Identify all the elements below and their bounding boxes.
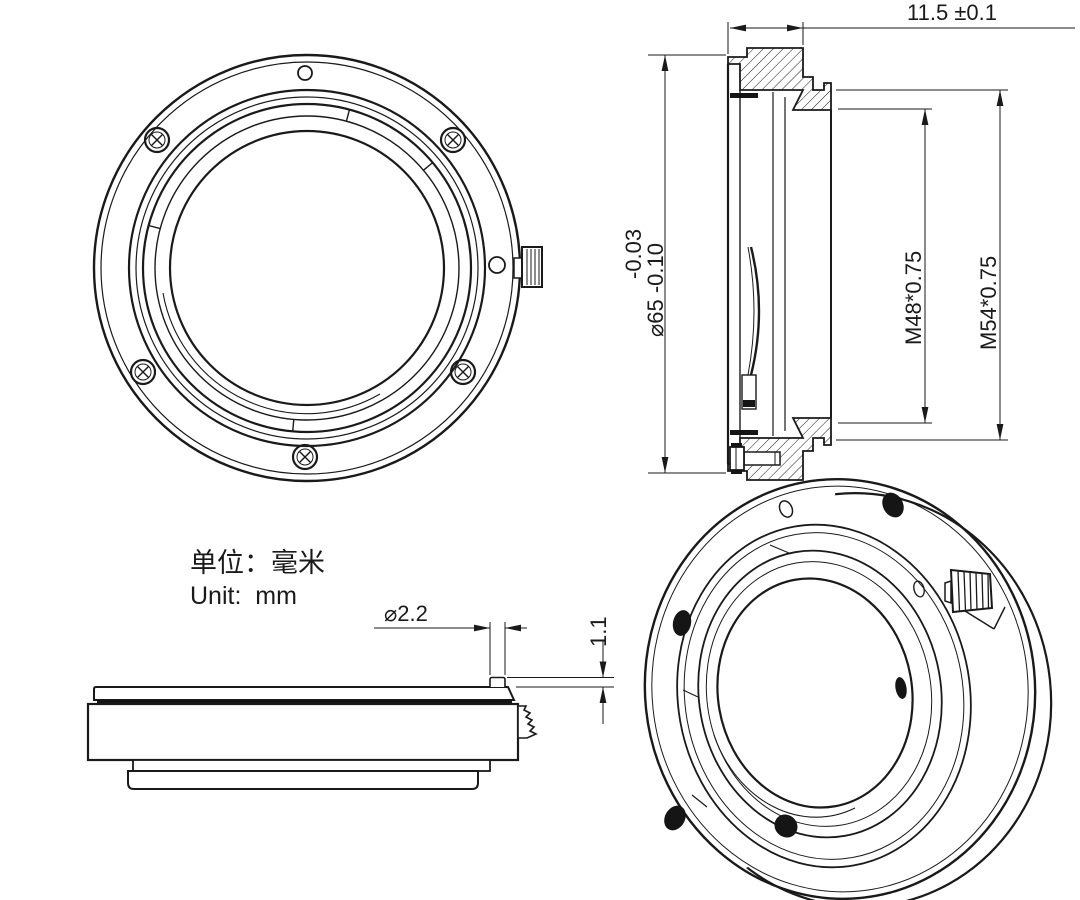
dim-pin-height: 1.1: [507, 616, 614, 724]
section-view: 11.5 ±0.1 ⌀65 -0.10 -0.03 M48*0.75: [621, 0, 1075, 481]
iso-bayonet-ring-2: [705, 561, 933, 827]
iso-rim-chamfer: [651, 485, 1029, 893]
iso-outer-rim: [643, 477, 1037, 900]
latch-notch-dark: [743, 400, 755, 407]
bayonet-jogs: [148, 109, 434, 432]
outer-rim-circle: [92, 53, 522, 483]
iso-index-hole-top: [778, 500, 794, 518]
index-hole-top: [297, 65, 313, 81]
locator-pin: [489, 676, 506, 687]
flange-ring-circle-1: [127, 88, 487, 448]
outer-rim-inner-circle: [100, 61, 514, 475]
iso-view: [643, 477, 1053, 900]
iso-thumbscrew: [944, 568, 1006, 630]
iso-bayonet-jogs: [682, 544, 790, 808]
thumbscrew-side: [513, 246, 543, 288]
bayonet-plate: [127, 770, 479, 790]
iso-face-inner-edge: [676, 523, 972, 869]
iso-index-hole-right: [913, 580, 925, 598]
iso-aperture: [716, 577, 914, 809]
index-hole-right: [488, 256, 506, 274]
side-view: ⌀2.2 1.1: [86, 601, 614, 790]
seam-band: [97, 700, 512, 704]
screw-icon: [129, 358, 157, 386]
flange-ring-circle-3: [141, 102, 473, 434]
front-view: [92, 53, 543, 483]
iso-bayonet-ring: [697, 549, 943, 839]
screw-icon: [291, 443, 319, 471]
leaf-spring-outer: [749, 246, 761, 376]
dim-inner-thread-label: M48*0.75: [901, 251, 926, 345]
hatch-block-top: [727, 47, 832, 111]
dim-pin-diameter-label: ⌀2.2: [384, 601, 428, 626]
thumbscrew-knurl: [517, 705, 538, 739]
screw-icon: [449, 358, 477, 386]
dim-flange-tol-label: -0.03: [621, 229, 646, 279]
section-screw: [729, 443, 781, 474]
aperture-circle: [168, 129, 446, 407]
dim-thickness-label: 11.5 ±0.1: [907, 0, 997, 25]
dim-inner-thread: M48*0.75: [838, 108, 932, 424]
iso-bore-arc: [713, 734, 856, 818]
unit-note-en: Unit: mm: [190, 582, 297, 610]
bore-arc: [162, 292, 381, 415]
dim-flange-diameter: ⌀65 -0.10 -0.03: [621, 54, 726, 474]
main-body: [86, 702, 520, 762]
top-plate: [93, 686, 516, 701]
leaf-spring-inner: [747, 246, 755, 376]
screw-icon: [143, 126, 171, 154]
unit-note-cn: 单位：毫米: [190, 548, 325, 578]
contact-bar-top: [730, 93, 758, 98]
dim-outer-thread: M54*0.75: [836, 89, 1008, 441]
dim-pin-height-label: 1.1: [586, 616, 611, 647]
dim-pin-diameter: ⌀2.2: [374, 601, 527, 675]
dim-flange-main-label: ⌀65 -0.10: [643, 243, 668, 337]
flange-ring-circle-2: [135, 96, 479, 440]
iso-face-inner-edge-2: [683, 532, 965, 860]
contact-bar-bottom: [730, 430, 758, 435]
unit-note: 单位：毫米 Unit: mm: [190, 548, 325, 610]
iso-back-rim: [663, 492, 1053, 900]
screw-icon: [439, 126, 467, 154]
iso-screw-dots: [664, 492, 907, 838]
dim-outer-thread-label: M54*0.75: [976, 256, 1001, 350]
step-plate: [132, 759, 491, 772]
dim-thickness: 11.5 ±0.1: [727, 0, 1075, 54]
bayonet-ring-circle: [154, 115, 460, 421]
